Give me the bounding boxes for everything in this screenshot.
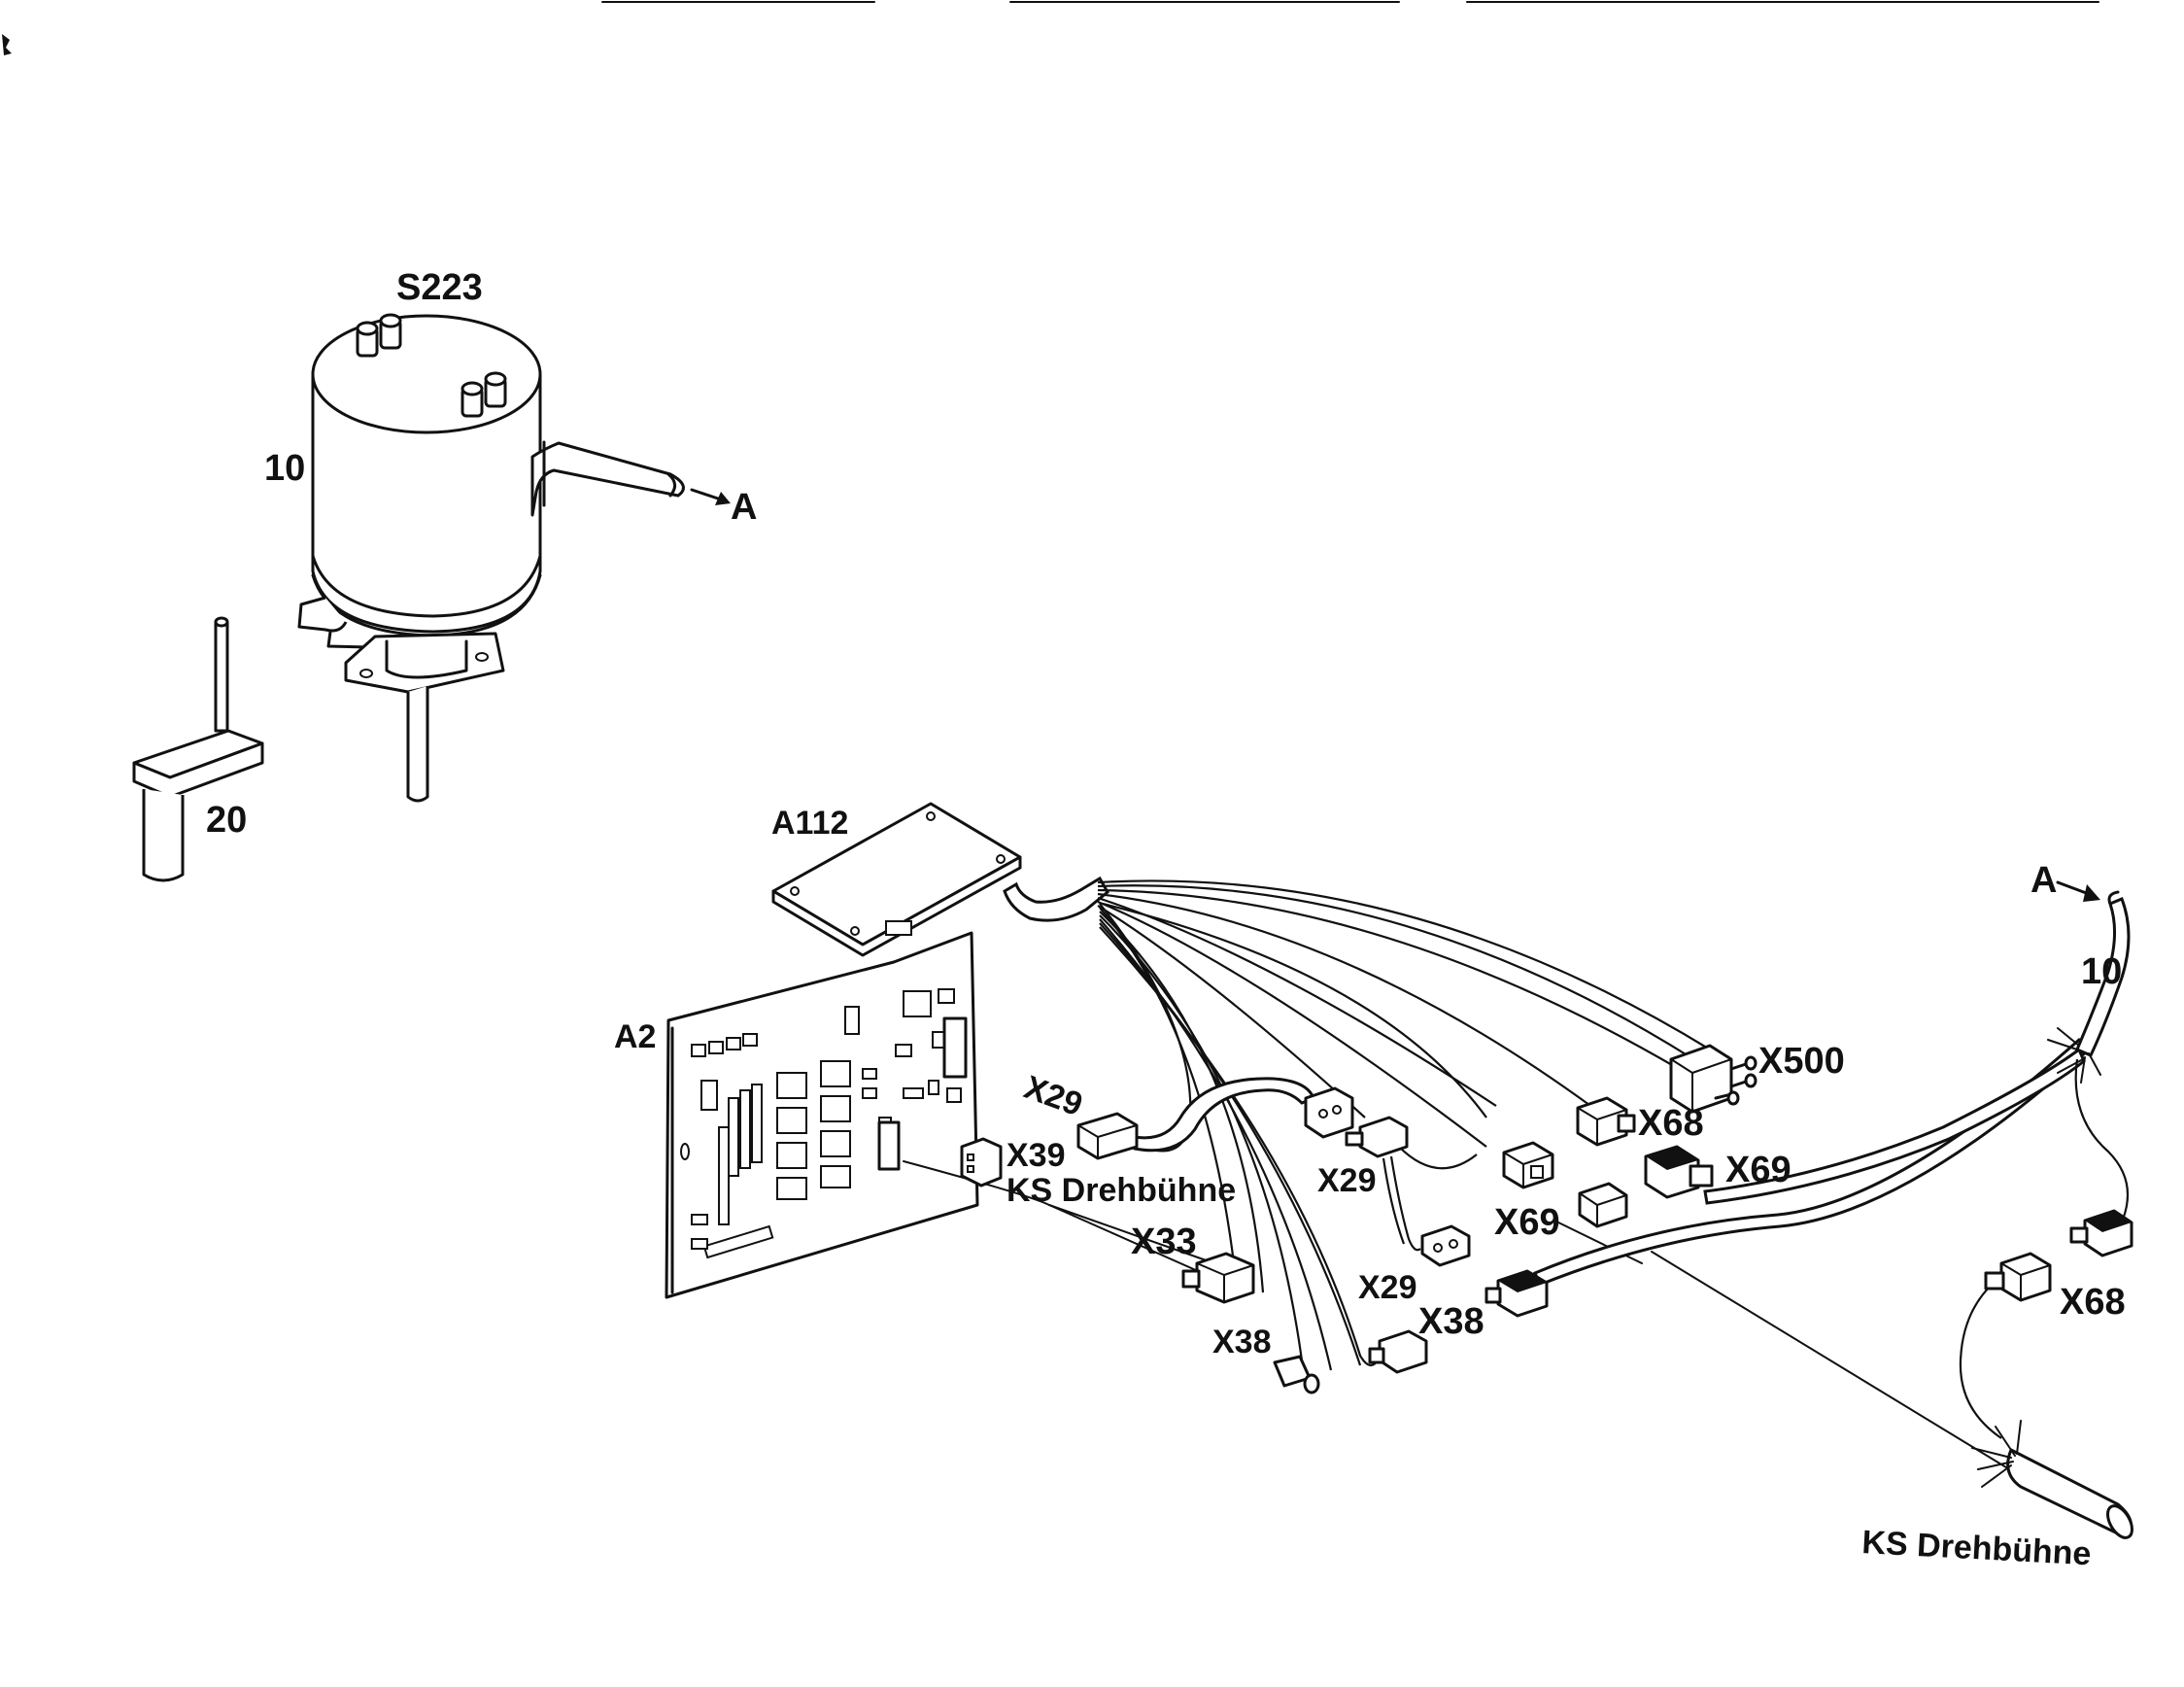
connector-x69-right: [1644, 1145, 1714, 1199]
connector-x33: [1181, 1252, 1255, 1304]
connector-x29-lower: [1420, 1224, 1471, 1267]
label-part-10-right: 10: [2081, 951, 2122, 992]
arrow-to-a-right: [2056, 880, 2100, 902]
arrow-to-a-top: [690, 488, 731, 505]
connectors: [960, 1044, 2133, 1394]
label-part-20: 20: [206, 800, 247, 841]
label-x33: X33: [1131, 1222, 1197, 1262]
mounting-pin-20: [132, 616, 264, 882]
terminal-posts: [356, 313, 507, 418]
frayed-wire-ends: [1971, 1027, 2101, 1488]
label-x69-mid: X69: [1494, 1202, 1560, 1243]
label-x68-right: X68: [2060, 1282, 2126, 1323]
connector-x69-mid: [1502, 1141, 1554, 1189]
s223-cylinder-unit: [297, 313, 685, 803]
board-a2-components: [680, 988, 962, 1250]
label-x38-left: X38: [1212, 1324, 1272, 1360]
label-x68-upper: X68: [1638, 1103, 1704, 1144]
label-a-right: A: [2030, 860, 2057, 901]
board-a2: [665, 931, 979, 1299]
connector-x38-mid: [1368, 1329, 1428, 1374]
connector-x68-upper: [1576, 1096, 1636, 1147]
label-x38-mid: X38: [1418, 1301, 1484, 1342]
connector-x38-left: [1273, 1355, 1320, 1394]
label-ks-drehbuehne-board: KS Drehbühne: [1007, 1172, 1236, 1209]
connector-x500: [1669, 1044, 1757, 1114]
connector-x29-mid: [1304, 1086, 1354, 1139]
scan-edge-artefacts: [2, 1, 2099, 55]
board-a112: [771, 802, 1022, 957]
label-part-10-top: 10: [264, 448, 305, 489]
label-x29-lower: X29: [1358, 1269, 1417, 1306]
label-ks-drehbuehne-bottom: KS Drehbühne: [1861, 1524, 2093, 1572]
connector-x68-lower: [1984, 1252, 2052, 1302]
label-x500: X500: [1758, 1041, 1845, 1082]
connector-x29-small: [1345, 1116, 1409, 1158]
label-x39: X39: [1007, 1137, 1066, 1174]
connector-x69-lower: [1578, 1182, 1628, 1228]
label-x29-mid: X29: [1317, 1162, 1377, 1199]
label-x69-right: X69: [1725, 1150, 1792, 1190]
connector-x29-board: [1076, 1112, 1139, 1160]
connector-x68-right: [2069, 1209, 2133, 1257]
label-a2: A2: [614, 1018, 656, 1055]
label-s223: S223: [396, 267, 483, 308]
label-a-top: A: [731, 487, 757, 528]
label-x29-board: X29: [1019, 1069, 1087, 1123]
label-a112: A112: [771, 805, 848, 842]
connector-x39: [960, 1137, 1003, 1188]
connector-x38-right: [1484, 1269, 1549, 1318]
labels: S223 10 A 20 A112 A2 X29 X39 KS Drehbühn…: [206, 267, 2126, 1572]
